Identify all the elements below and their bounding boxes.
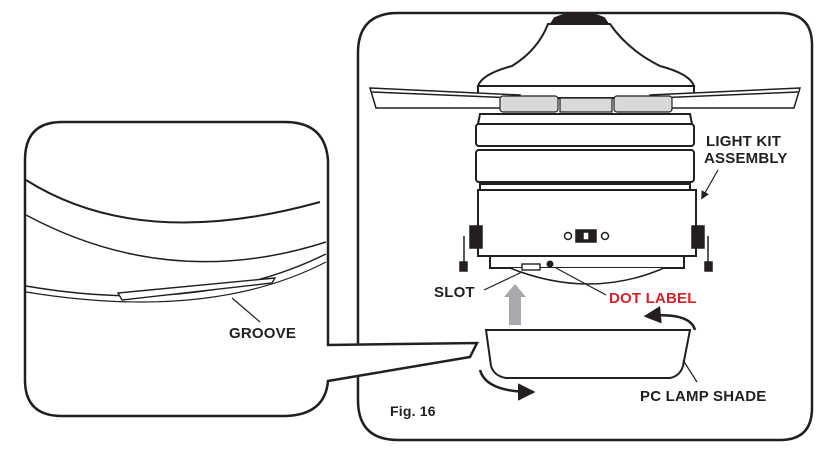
light-switch xyxy=(563,229,610,243)
rotation-arrow-bottom xyxy=(478,369,536,401)
groove-label: GROOVE xyxy=(229,325,297,342)
main-panel-frame xyxy=(356,11,814,442)
pc-lamp-shade-label: PC LAMP SHADE xyxy=(640,388,767,405)
light-kit-label-line1: LIGHT KIT xyxy=(706,133,782,150)
zoom-groove xyxy=(116,277,277,301)
light-kit-label-line2: ASSEMBLY xyxy=(704,150,788,167)
slot-notch xyxy=(521,263,541,271)
figure-caption: Fig. 16 xyxy=(390,403,436,419)
dot-marker xyxy=(546,260,554,268)
pc-lamp-shade xyxy=(484,329,692,379)
pull-chains xyxy=(459,225,713,272)
light-kit-bottom xyxy=(509,267,665,285)
light-kit-body xyxy=(477,189,697,269)
dot-label: DOT LABEL xyxy=(609,290,697,307)
slot-label: SLOT xyxy=(434,284,475,301)
zoom-panel-frame xyxy=(23,120,480,418)
blade-irons xyxy=(499,95,673,113)
rotation-arrow-top xyxy=(643,305,697,331)
leader-lines xyxy=(483,169,719,383)
groove-leader-line xyxy=(231,297,261,323)
fan-canopy xyxy=(476,12,696,99)
motor-housing xyxy=(475,113,695,191)
up-arrow xyxy=(504,284,526,325)
